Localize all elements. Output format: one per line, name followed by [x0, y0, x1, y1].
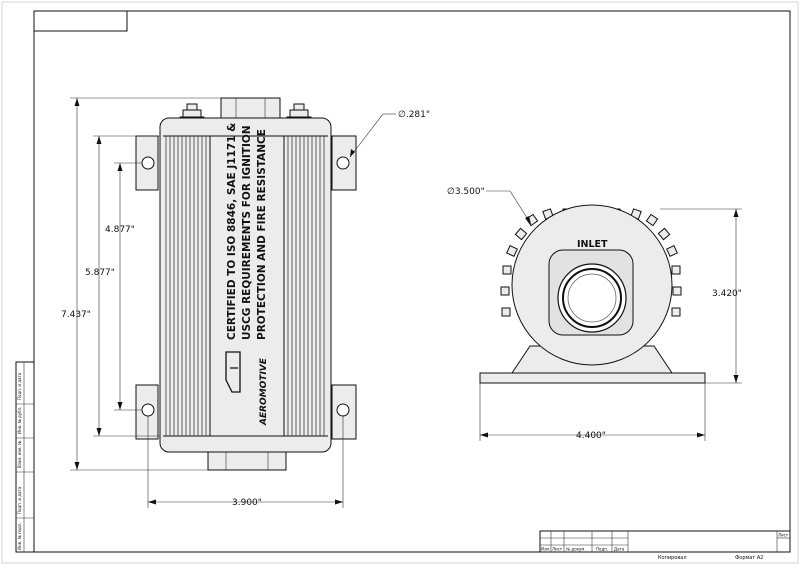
- dim-mount-spacing-outer: 5.877": [85, 268, 115, 278]
- drawing-frame: [33, 10, 791, 553]
- dim-base-width: 4.400": [576, 431, 606, 441]
- cooling-fins-left: [165, 136, 207, 436]
- title-block-col: Дата: [614, 547, 625, 552]
- inlet-port-inner: [562, 268, 622, 328]
- certification-line-3: PROTECTION AND FIRE RESISTANCE: [256, 129, 268, 340]
- certification-line-2: USCG REQUIREMENTS FOR IGNITION: [241, 125, 253, 340]
- side-stamp-label: Инв. № подл.: [17, 522, 22, 550]
- format-label: Формат А2: [735, 555, 763, 561]
- base-plate: [479, 372, 706, 384]
- dim-body-diameter: ∅3.500": [447, 187, 485, 197]
- mount-hole: [336, 156, 350, 170]
- end-view: INLET: [479, 204, 706, 384]
- copied-label: Копировал: [658, 555, 687, 561]
- mount-hole: [141, 156, 155, 170]
- mount-hole: [336, 403, 350, 417]
- dim-hole-diameter: ∅.281": [398, 110, 430, 120]
- dim-mount-width: 3.900": [232, 498, 262, 508]
- brand-wordmark: AEROMOTIVE: [259, 357, 269, 426]
- side-stamp-label: Взам. инв. №: [17, 441, 22, 468]
- mount-hole: [141, 403, 155, 417]
- dim-height: 3.420": [712, 289, 742, 299]
- aeromotive-logo: [225, 351, 241, 393]
- title-block-col: № докум.: [566, 547, 586, 552]
- cooling-fins-right: [287, 136, 325, 436]
- inlet-label: INLET: [577, 239, 608, 250]
- side-stamp-label: Инв. № дубл.: [17, 407, 22, 434]
- title-block-col: Лист: [552, 547, 563, 552]
- certification-line-1: CERTIFIED TO ISO 8846, SAE J1171 &: [226, 123, 238, 340]
- dim-mount-spacing-inner: 4.877": [105, 225, 135, 235]
- top-left-stamp-box: [33, 10, 128, 32]
- title-block: Лист Изм. Лист № докум. Подп. Дата: [539, 530, 791, 553]
- title-block-col: Изм.: [541, 547, 550, 552]
- front-view: CERTIFIED TO ISO 8846, SAE J1171 & USCG …: [135, 97, 357, 471]
- side-stamp-column: Подп. и дата Инв. № дубл. Взам. инв. № П…: [15, 361, 35, 553]
- title-block-col: Подп.: [596, 547, 608, 552]
- sheet-label: Лист: [778, 533, 789, 538]
- end-dimensions: ∅3.500" 3.420" 4.400": [447, 187, 742, 441]
- side-stamp-label: Подп. и дата: [17, 486, 22, 514]
- dim-overall-height: 7.437": [61, 310, 91, 320]
- front-dimensions: 7.437" 5.877" 4.877" 3.900" ∅.281": [61, 97, 430, 508]
- side-stamp-label: Подп. и дата: [17, 372, 22, 400]
